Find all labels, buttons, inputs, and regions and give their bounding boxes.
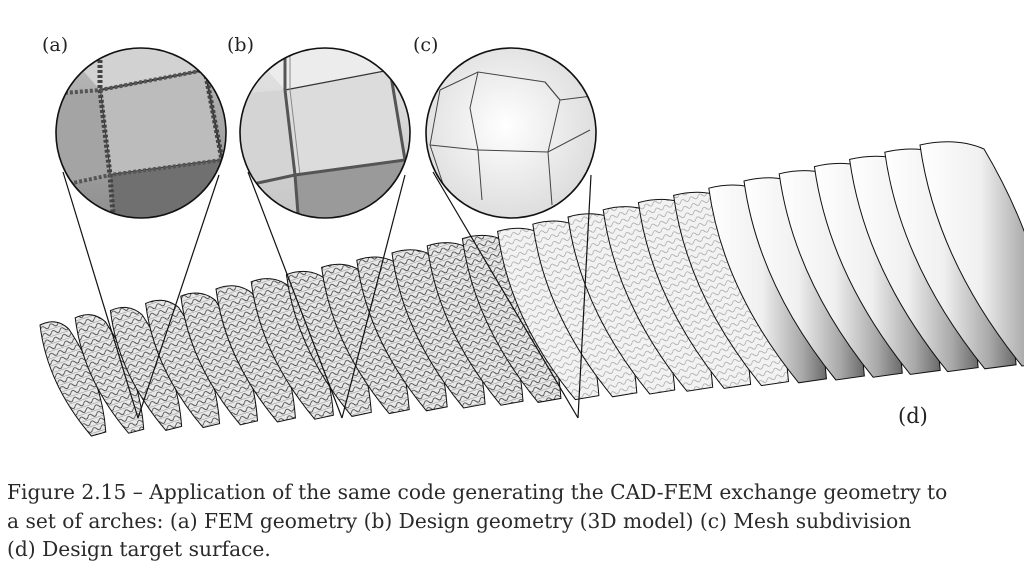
panel-label-b: (b)	[227, 34, 254, 56]
panel-label-c: (c)	[413, 34, 439, 56]
arch-array	[39, 141, 1024, 437]
callout-lines	[62, 171, 592, 419]
arch	[109, 306, 183, 431]
zoom-circle-mesh-subdivision	[425, 47, 597, 219]
arch	[39, 321, 107, 437]
caption-line: Figure 2.15 – Application of the same co…	[7, 480, 948, 504]
figure-illustration	[39, 47, 1024, 437]
arch	[74, 314, 145, 434]
arch	[919, 141, 1024, 367]
zoom-circle-design-geometry	[239, 47, 411, 219]
figure-caption: Figure 2.15 – Application of the same co…	[7, 478, 1017, 564]
panel-label-a: (a)	[42, 34, 69, 56]
caption-line: (d) Design target surface.	[7, 537, 271, 561]
zoom-circle-fem-geometry	[55, 47, 227, 219]
panel-label-d: (d)	[898, 404, 928, 428]
caption-line: a set of arches: (a) FEM geometry (b) De…	[7, 508, 912, 533]
